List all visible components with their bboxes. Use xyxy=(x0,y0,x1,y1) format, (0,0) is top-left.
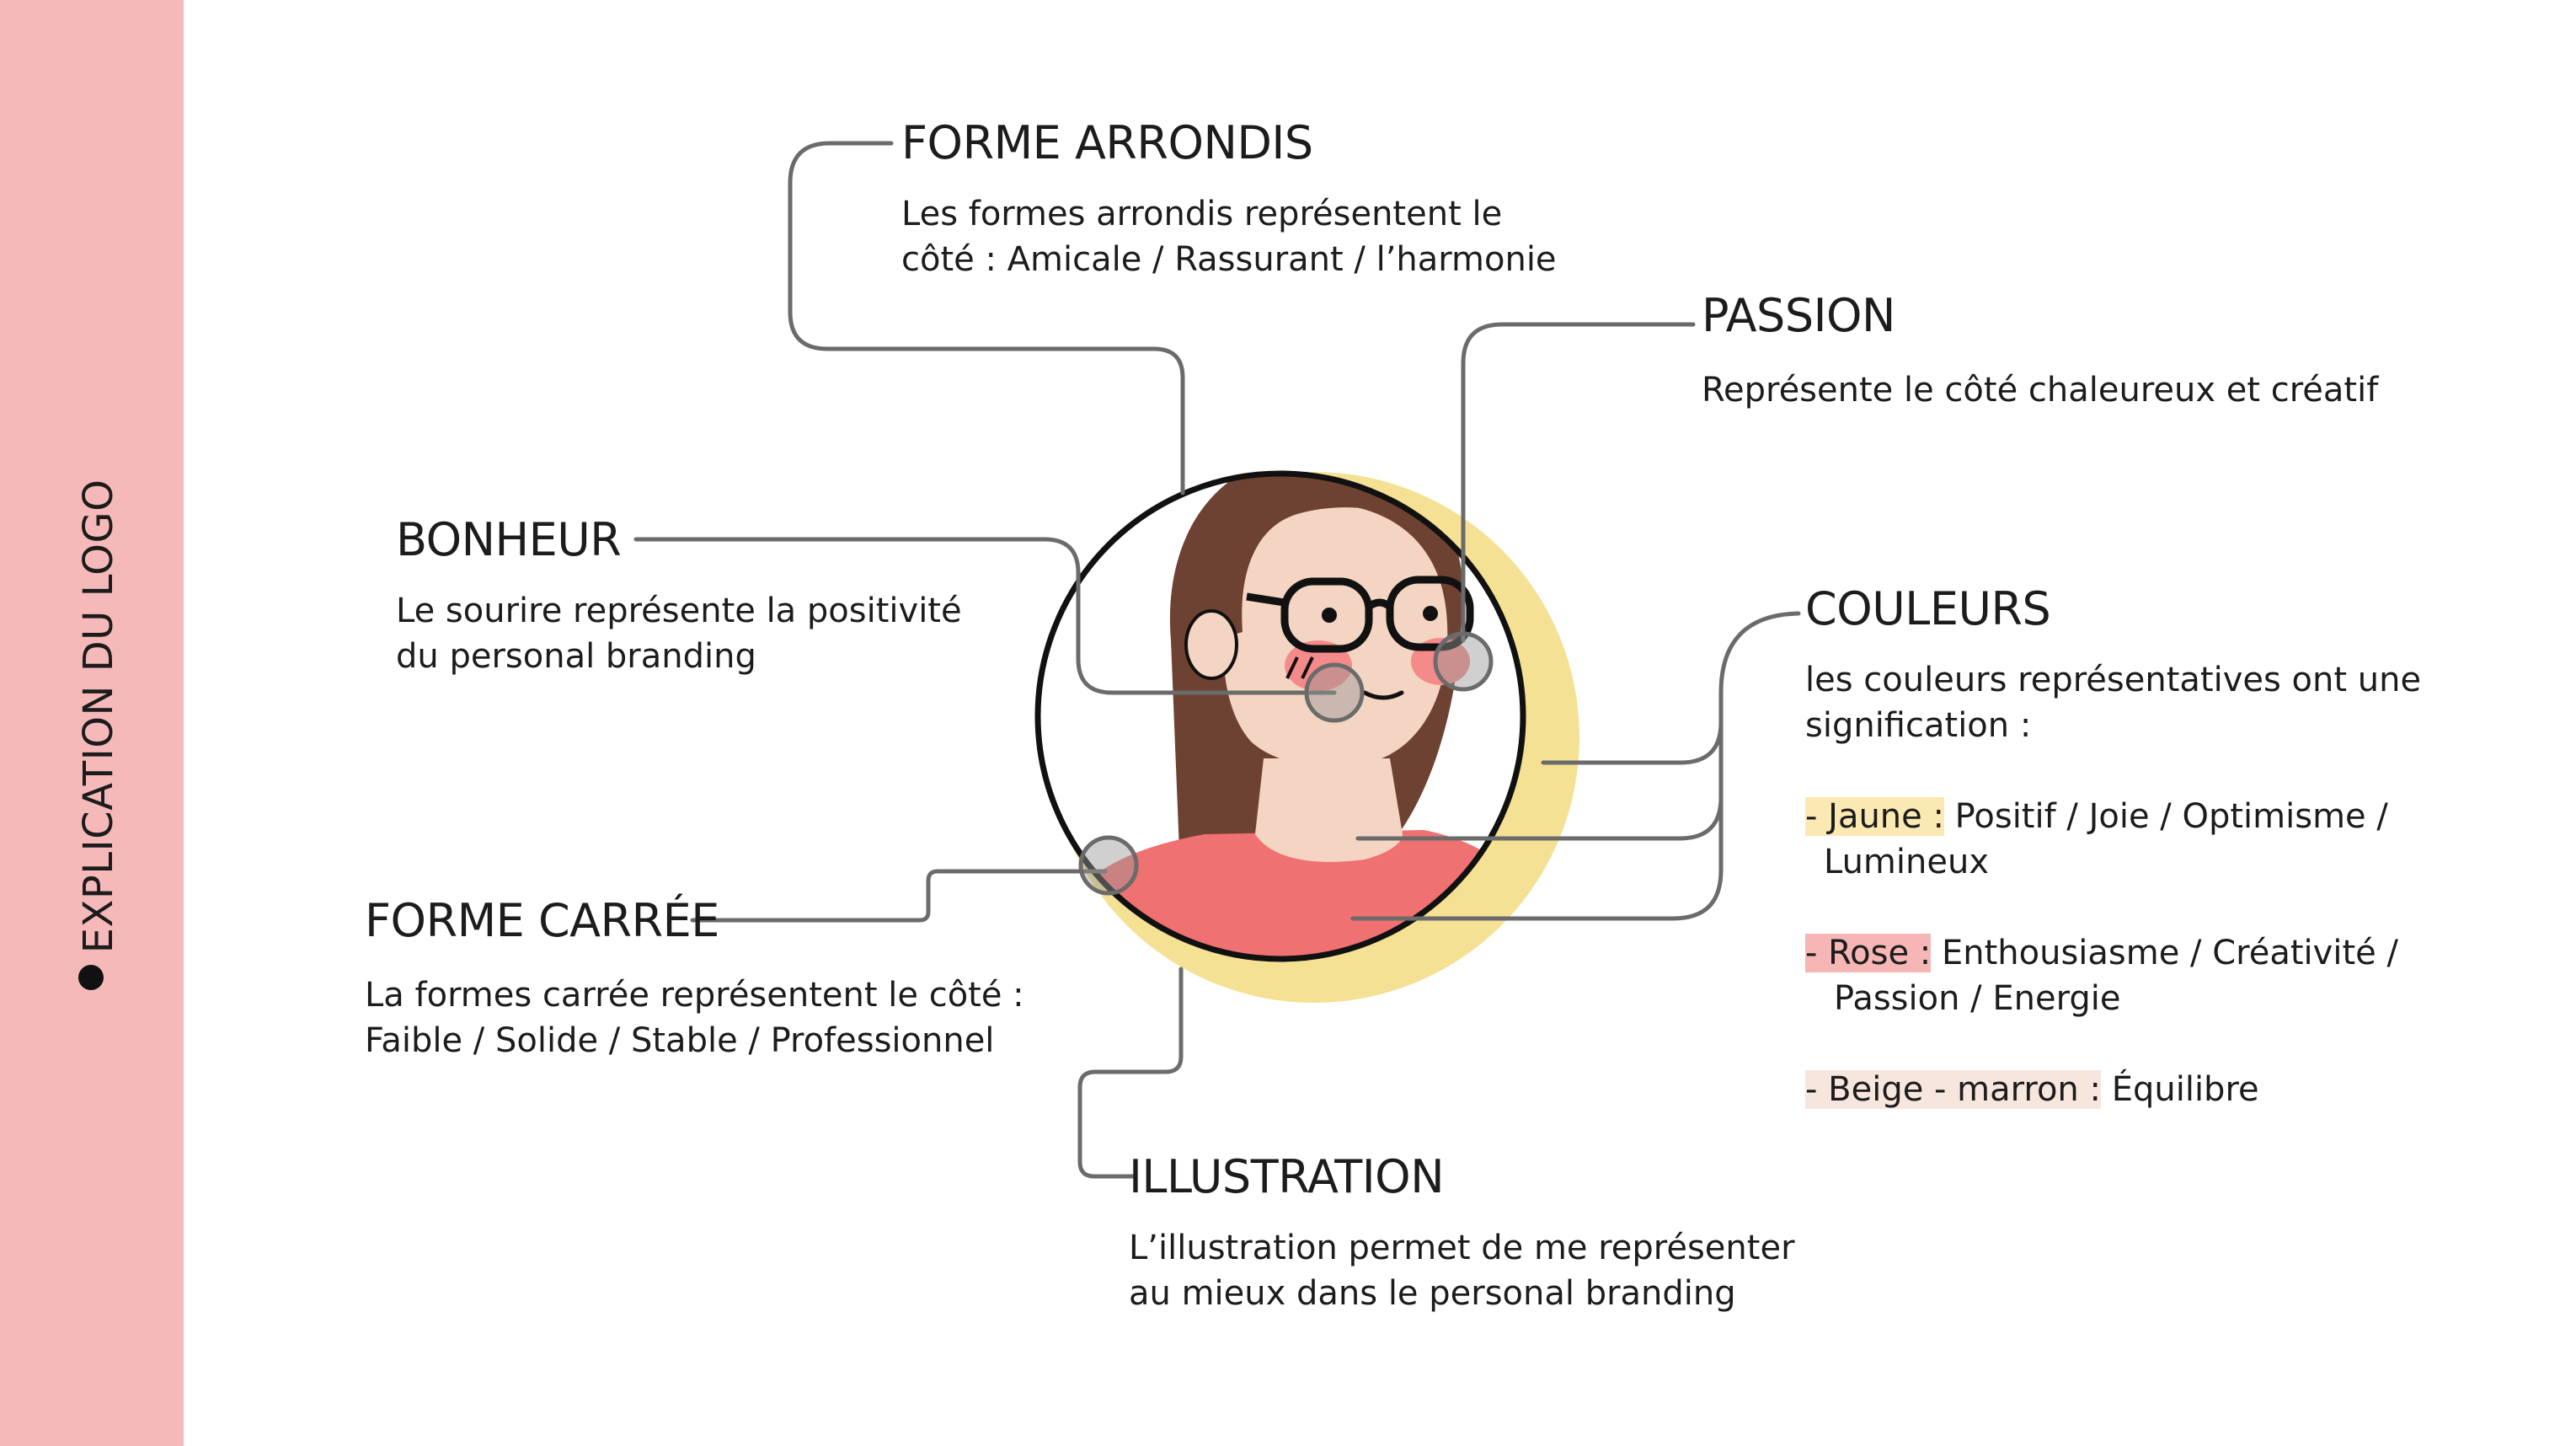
couleurs-line-1: les couleurs représentatives ont une xyxy=(1805,661,2422,699)
rose-text: Enthousiasme / Créativité / xyxy=(1931,934,2398,972)
bullet-icon xyxy=(78,965,104,990)
forme-carree-text: La formes carrée représentent le côté : … xyxy=(365,972,1024,1063)
couleurs-line-2: signification : xyxy=(1805,706,2032,745)
section-illustration: ILLUSTRATION L’illustration permet de me… xyxy=(1129,1154,1795,1316)
couleur-beige: - Beige - marron : Équilibre xyxy=(1805,1067,2421,1112)
passion-line-1: Représente le côté chaleureux et créatif xyxy=(1702,371,2379,410)
sidebar: EXPLICATION DU LOGO xyxy=(0,0,184,1446)
couleur-jaune: - Jaune : Positif / Joie / Optimisme / L… xyxy=(1805,794,2421,885)
couleurs-text: les couleurs représentatives ont une sig… xyxy=(1805,657,2421,748)
illustration-line-1: L’illustration permet de me représenter xyxy=(1129,1229,1795,1267)
jaune-label: - Jaune : xyxy=(1805,797,1944,836)
couleurs-title: COULEURS xyxy=(1805,582,2051,635)
connector-forme-arrondis xyxy=(788,141,1185,495)
beige-text: Équilibre xyxy=(2100,1070,2259,1109)
forme-arrondis-title: FORME ARRONDIS xyxy=(901,116,1313,169)
beige-label: - Beige - marron : xyxy=(1805,1070,2101,1109)
face xyxy=(1223,503,1448,768)
passion-text: Représente le côté chaleureux et créatif xyxy=(1702,367,2378,413)
blush-left xyxy=(1285,640,1352,691)
logo-outline xyxy=(1034,470,1526,962)
passion-title: PASSION xyxy=(1702,289,1895,342)
jaune-cont: Lumineux xyxy=(1824,843,1989,881)
bonheur-line-1: Le sourire représente la positivité xyxy=(396,592,962,630)
forme-carree-line-1: La formes carrée représentent le côté : xyxy=(365,976,1024,1015)
connector-couleurs xyxy=(1541,611,1801,765)
couleur-rose: - Rose : Enthousiasme / Créativité / Pas… xyxy=(1805,930,2421,1021)
bonheur-title: BONHEUR xyxy=(396,513,622,566)
section-couleurs: COULEURS les couleurs représentatives on… xyxy=(1805,586,2421,1112)
connector-illustration xyxy=(1077,967,1184,1179)
illustration-title: ILLUSTRATION xyxy=(1129,1150,1445,1203)
forme-arrondis-line-2: côté : Amicale / Rassurant / l’harmonie xyxy=(901,240,1557,279)
smile xyxy=(1362,690,1404,700)
section-passion: PASSION Représente le côté chaleureux et… xyxy=(1702,293,2378,413)
forme-arrondis-line-1: Les formes arrondis représentent le xyxy=(901,195,1503,233)
forme-arrondis-text: Les formes arrondis représentent le côté… xyxy=(901,191,1557,282)
hair-front xyxy=(1171,476,1451,645)
ear xyxy=(1184,609,1238,680)
eye-left xyxy=(1322,608,1337,623)
eye-right xyxy=(1423,606,1438,621)
section-bonheur: BONHEUR Le sourire représente la positiv… xyxy=(396,517,962,679)
illustration-line-2: au mieux dans le personal branding xyxy=(1129,1274,1736,1313)
jaune-text: Positif / Joie / Optimisme / xyxy=(1943,797,2388,836)
connectors xyxy=(633,141,1801,1179)
marker-shoulder xyxy=(1078,835,1139,896)
cheek-marks xyxy=(1285,656,1314,679)
forme-carree-line-2: Faible / Solide / Stable / Professionnel xyxy=(365,1021,995,1060)
connector-bonheur xyxy=(633,537,1337,695)
connector-couleurs-3 xyxy=(1350,795,1724,921)
neck xyxy=(1255,758,1403,862)
marker-cheek xyxy=(1433,631,1494,692)
bonheur-line-2: du personal branding xyxy=(396,637,756,676)
marker-dots xyxy=(1078,631,1494,896)
marker-smile xyxy=(1304,662,1365,723)
section-forme-carree: FORME CARRÉE La formes carrée représente… xyxy=(365,898,1024,1063)
section-forme-arrondis: FORME ARRONDIS Les formes arrondis repré… xyxy=(901,121,1557,282)
bonheur-text: Le sourire représente la positivité du p… xyxy=(396,588,962,679)
rose-cont: Passion / Energie xyxy=(1834,979,2121,1018)
connector-forme-carree xyxy=(690,869,1108,923)
illustration-text: L’illustration permet de me représenter … xyxy=(1129,1225,1795,1316)
rose-label: - Rose : xyxy=(1805,934,1932,972)
forme-carree-title: FORME CARRÉE xyxy=(365,894,719,947)
glasses xyxy=(1246,576,1474,653)
connector-passion xyxy=(1461,322,1696,643)
